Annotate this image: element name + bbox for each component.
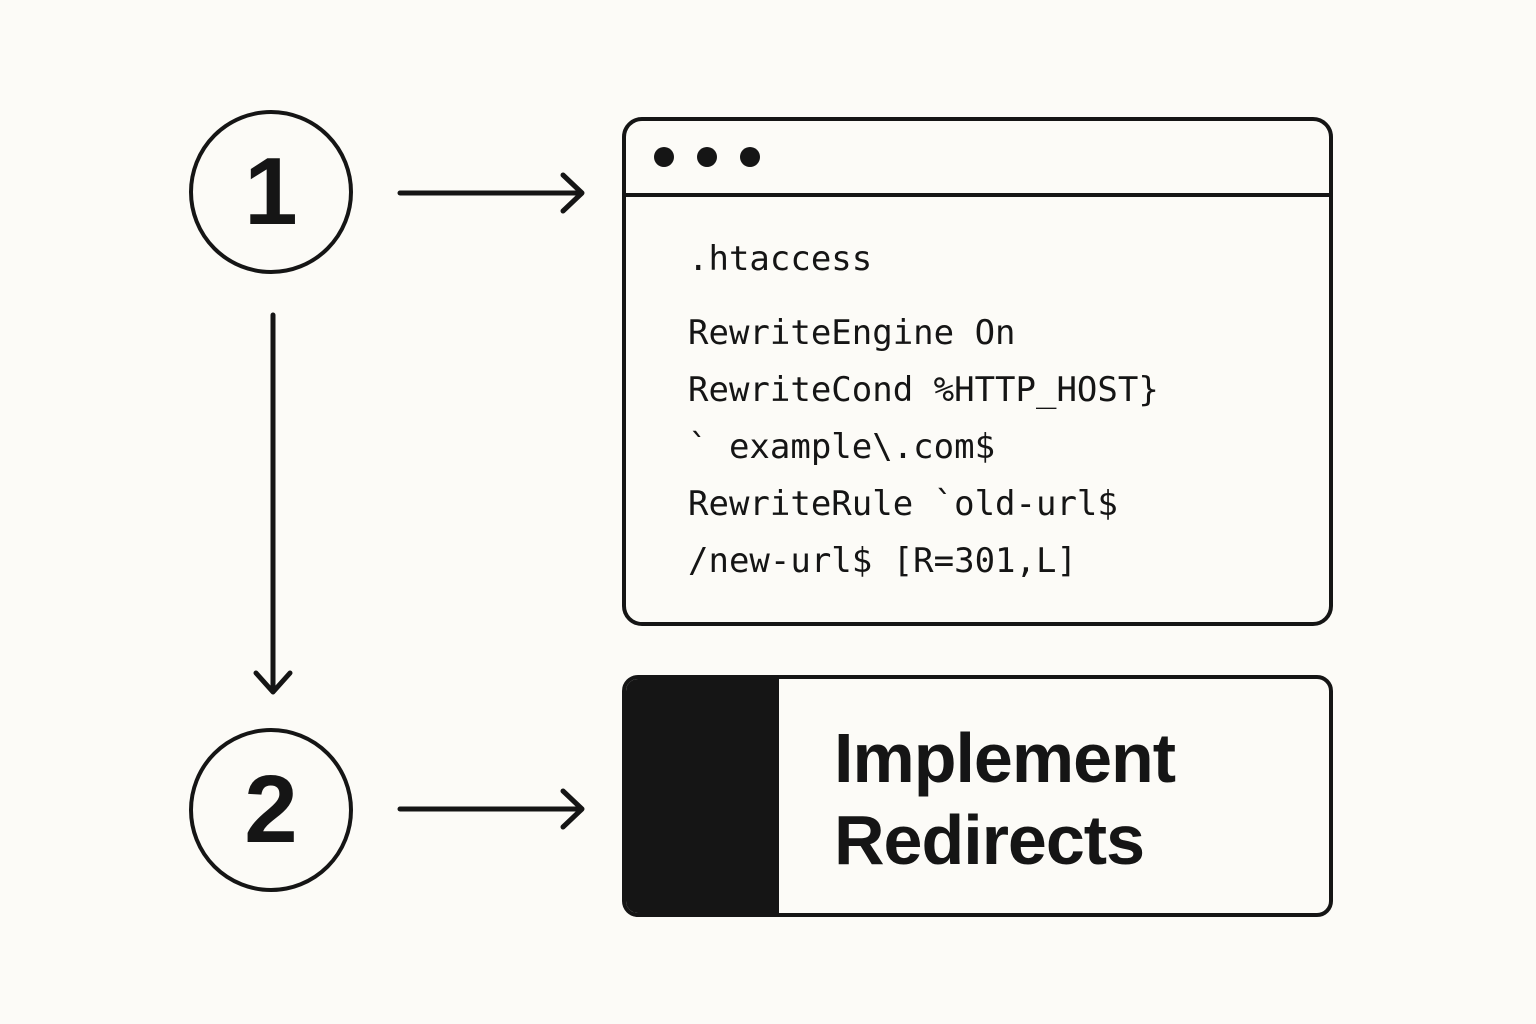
window-dot-icon xyxy=(697,147,717,167)
window-titlebar xyxy=(626,121,1329,197)
window-dot-icon xyxy=(740,147,760,167)
code-line: ` example\.com$ xyxy=(688,427,996,467)
code-line: RewriteCond %HTTP_HOST} xyxy=(688,370,1159,410)
arrow-right-icon xyxy=(397,788,585,830)
code-line: /new-url$ [R=301,L] xyxy=(688,541,1077,581)
code-filename: .htaccess xyxy=(688,239,873,279)
step-1-number: 1 xyxy=(244,138,298,245)
code-body: .htaccess RewriteEngine On RewriteCond %… xyxy=(688,239,1159,590)
step-2-number: 2 xyxy=(244,756,298,863)
step-2-badge: 2 xyxy=(189,728,353,892)
action-accent-bar xyxy=(626,679,779,913)
implement-redirects-box: Implement Redirects xyxy=(622,675,1333,917)
htaccess-code-window: .htaccess RewriteEngine On RewriteCond %… xyxy=(622,117,1333,626)
step-1-badge: 1 xyxy=(189,110,353,274)
arrow-down-icon xyxy=(253,312,293,695)
action-title-line-1: Implement xyxy=(834,719,1176,797)
code-line: RewriteRule `old-url$ xyxy=(688,484,1118,524)
action-title-line-2: Redirects xyxy=(834,801,1145,879)
window-dot-icon xyxy=(654,147,674,167)
arrow-right-icon xyxy=(397,172,585,214)
code-line: RewriteEngine On xyxy=(688,313,1016,353)
action-title: Implement Redirects xyxy=(834,717,1176,881)
